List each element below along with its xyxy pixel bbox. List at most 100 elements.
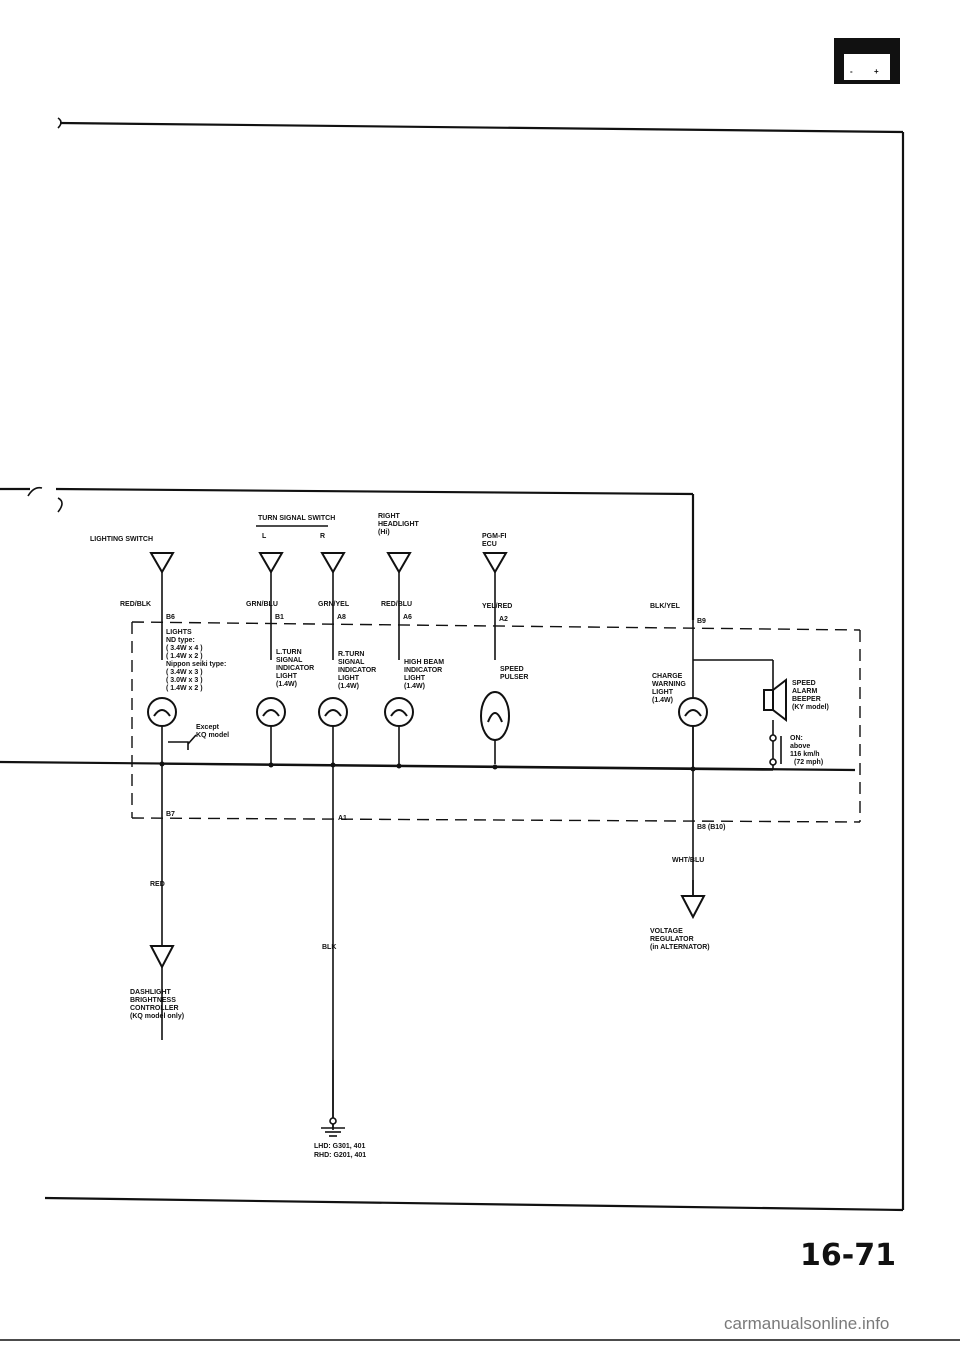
wire-wht-blu: WHT/BLU	[672, 857, 704, 864]
on-above-label: ON: above 116 km/h (72 mph)	[790, 735, 823, 766]
svg-text:INDICATOR: INDICATOR	[276, 665, 314, 672]
ground-label: LHD: G301, 401 RHD: G201, 401	[314, 1143, 366, 1159]
svg-text:R.TURN: R.TURN	[338, 651, 364, 658]
bus-lines	[0, 726, 856, 1130]
pin-a8: A8	[337, 614, 346, 621]
speed-pulser-label: SPEED PULSER	[500, 666, 528, 681]
svg-text:REGULATOR: REGULATOR	[650, 936, 694, 943]
regulator-connector-icon	[680, 895, 706, 920]
svg-text:(KQ model only): (KQ model only)	[130, 1013, 184, 1020]
pgm-fi-2: ECU	[482, 541, 497, 548]
svg-text:SPEED: SPEED	[792, 680, 816, 687]
wire-grn-yel: GRN/YEL	[318, 601, 350, 608]
wire-red: RED	[150, 881, 165, 888]
switch-icon	[769, 734, 782, 766]
pin-b6: B6	[166, 614, 175, 621]
svg-text:DASHLIGHT: DASHLIGHT	[130, 989, 172, 996]
svg-text:(1.4W): (1.4W)	[652, 697, 673, 704]
svg-text:( 3.4W x 4 ): ( 3.4W x 4 )	[166, 645, 203, 652]
gauge-light-bulb-icon	[147, 697, 177, 727]
svg-text:LIGHT: LIGHT	[338, 675, 360, 682]
svg-text:116 km/h: 116 km/h	[790, 751, 820, 758]
wire-red-blu: RED/BLU	[381, 601, 412, 608]
svg-text:SIGNAL: SIGNAL	[276, 657, 303, 664]
turn-r-label: R	[320, 533, 325, 540]
svg-text:WARNING: WARNING	[652, 681, 686, 688]
svg-text:(72 mph): (72 mph)	[794, 759, 823, 766]
right-headlight-2: HEADLIGHT	[378, 521, 420, 528]
speed-alarm-label: SPEED ALARM BEEPER (KY model)	[792, 680, 829, 711]
dashlight-connector-icon	[149, 945, 175, 970]
high-beam-bulb-icon	[384, 697, 414, 727]
svg-text:(1.4W): (1.4W)	[404, 683, 425, 690]
wire-yel-red: YEL/RED	[482, 603, 512, 610]
voltage-regulator-label: VOLTAGE REGULATOR (in ALTERNATOR)	[650, 928, 710, 951]
pin-b7: B7	[166, 811, 175, 818]
page-number: 16-71	[800, 1238, 896, 1273]
wires-top	[161, 572, 496, 660]
speed-pulser-icon	[480, 691, 510, 741]
svg-text:( 3.4W x 3 ): ( 3.4W x 3 )	[166, 669, 203, 676]
svg-text:(1.4W): (1.4W)	[338, 683, 359, 690]
speaker-icon	[763, 677, 787, 723]
svg-text:LIGHT: LIGHT	[276, 673, 298, 680]
svg-text:BEEPER: BEEPER	[792, 696, 821, 703]
svg-text:L.TURN: L.TURN	[276, 649, 302, 656]
pin-b8: B8 (B10)	[697, 824, 725, 831]
l-turn-label: L.TURN SIGNAL INDICATOR LIGHT (1.4W)	[276, 649, 314, 688]
watermark-text: carmanualsonline.info	[724, 1314, 889, 1333]
svg-text:LIGHT: LIGHT	[652, 689, 674, 696]
svg-text:ON:: ON:	[790, 735, 803, 742]
lighting-switch-label: LIGHTING SWITCH	[90, 536, 153, 543]
ground-icon	[321, 1060, 345, 1137]
svg-text:KQ model: KQ model	[196, 732, 229, 739]
svg-text:LIGHT: LIGHT	[404, 675, 426, 682]
svg-text:Except: Except	[196, 724, 220, 731]
battery-icon: - +	[834, 38, 900, 84]
wire-blk-yel: BLK/YEL	[650, 603, 681, 610]
svg-text:(in ALTERNATOR): (in ALTERNATOR)	[650, 944, 710, 951]
lights-spec: LIGHTS ND type: ( 3.4W x 4 ) ( 1.4W x 2 …	[166, 629, 226, 692]
svg-text:( 3.0W x 3 ): ( 3.0W x 3 )	[166, 677, 203, 684]
bulb-icons	[147, 697, 708, 727]
r-turn-label: R.TURN SIGNAL INDICATOR LIGHT (1.4W)	[338, 651, 376, 690]
battery-minus: -	[850, 67, 853, 76]
pin-a2: A2	[499, 616, 508, 623]
wire-red-blk: RED/BLK	[120, 601, 151, 608]
svg-text:PULSER: PULSER	[500, 674, 528, 681]
svg-text:( 1.4W x 2 ): ( 1.4W x 2 )	[166, 685, 203, 692]
svg-text:RHD: G201, 401: RHD: G201, 401	[314, 1152, 366, 1159]
svg-text:SIGNAL: SIGNAL	[338, 659, 365, 666]
svg-text:INDICATOR: INDICATOR	[338, 667, 376, 674]
svg-text:SPEED: SPEED	[500, 666, 524, 673]
dashlight-label: DASHLIGHT BRIGHTNESS CONTROLLER (KQ mode…	[130, 989, 184, 1020]
wire-grn-blu: GRN/BLU	[246, 601, 278, 608]
svg-text:LIGHTS: LIGHTS	[166, 629, 192, 636]
high-beam-label: HIGH BEAM INDICATOR LIGHT (1.4W)	[404, 659, 444, 690]
turn-l-label: L	[262, 533, 267, 540]
svg-text:(KY model): (KY model)	[792, 704, 829, 711]
connector-triangles	[149, 552, 508, 574]
charge-warning-label: CHARGE WARNING LIGHT (1.4W)	[652, 673, 686, 704]
svg-text:CHARGE: CHARGE	[652, 673, 683, 680]
gauge-assembly-box	[131, 621, 861, 823]
pin-b1: B1	[275, 614, 284, 621]
svg-text:( 1.4W x 2 ): ( 1.4W x 2 )	[166, 653, 203, 660]
svg-text:ND type:: ND type:	[166, 637, 195, 644]
pin-b9: B9	[697, 618, 706, 625]
page-frame	[0, 117, 960, 1341]
battery-plus: +	[874, 67, 879, 76]
svg-text:(1.4W): (1.4W)	[276, 681, 297, 688]
svg-text:ALARM: ALARM	[792, 688, 817, 695]
pin-a6: A6	[403, 614, 412, 621]
svg-text:Nippon seiki type:: Nippon seiki type:	[166, 661, 226, 668]
svg-text:LHD: G301, 401: LHD: G301, 401	[314, 1143, 365, 1150]
svg-text:CONTROLLER: CONTROLLER	[130, 1005, 179, 1012]
pgm-fi-1: PGM-FI	[482, 533, 507, 540]
turn-signal-switch-label: TURN SIGNAL SWITCH	[258, 515, 335, 522]
svg-text:INDICATOR: INDICATOR	[404, 667, 442, 674]
harness-top	[0, 487, 695, 620]
svg-text:above: above	[790, 743, 810, 750]
right-headlight-1: RIGHT	[378, 513, 401, 520]
